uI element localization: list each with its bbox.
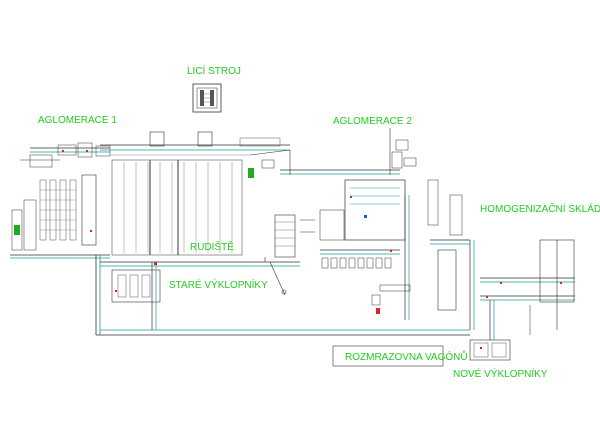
main-top-conveyor <box>100 131 400 178</box>
label-nove-vyklopniky: NOVÉ VÝKLOPNÍKY <box>453 367 548 380</box>
label-lici-stroj: LICÍ STROJ <box>187 64 241 77</box>
label-aglomerace-2: AGLOMERACE 2 <box>333 116 412 127</box>
middle-transfer-station <box>264 214 315 296</box>
label-rudiste: RUDIŠTĚ <box>190 240 234 253</box>
wagon-thawing: ROZMRAZOVNA VAGÓNŮ <box>332 345 468 367</box>
old-tipplers-area: STARÉ VÝKLOPNÍKY <box>95 255 470 336</box>
label-homogenizacni-skladka: HOMOGENIZAČNÍ SKLÁDKA <box>480 202 600 215</box>
casting-machine: LICÍ STROJ <box>187 64 241 113</box>
label-aglomerace-1: AGLOMERACE 1 <box>38 115 117 126</box>
aglomerace-1-area: AGLOMERACE 1 <box>10 115 117 259</box>
label-stare-vyklopniky: STARÉ VÝKLOPNÍKY <box>169 278 268 291</box>
label-rozmrazovna-vagonu: ROZMRAZOVNA VAGÓNŮ <box>345 350 468 363</box>
aglomerace-2-area: AGLOMERACE 2 <box>319 116 417 320</box>
ore-yard: RUDIŠTĚ <box>111 159 243 256</box>
homogenization-yard: HOMOGENIZAČNÍ SKLÁDKA <box>427 179 600 335</box>
new-tipplers-area: NOVÉ VÝKLOPNÍKY <box>453 300 548 380</box>
